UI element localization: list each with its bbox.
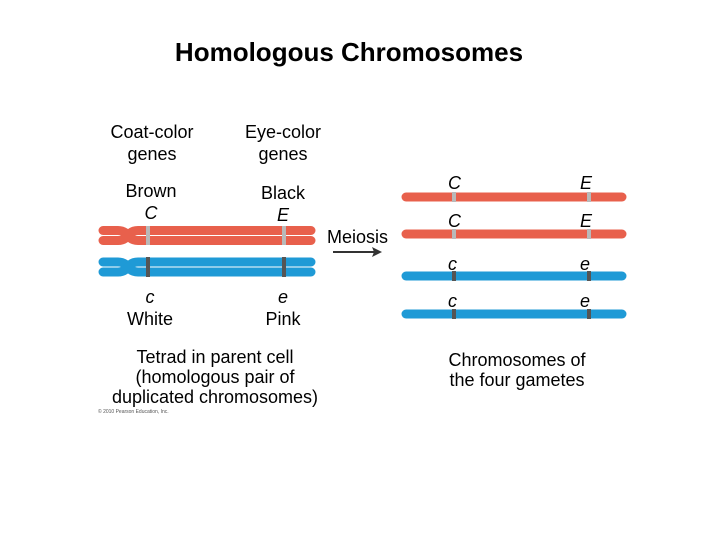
gametes-caption-line2: the four gametes bbox=[449, 370, 585, 390]
gamete-4-eye-allele: e bbox=[580, 291, 591, 311]
coat-dominant-allele: C bbox=[144, 203, 158, 223]
red-chromatid-upper bbox=[98, 226, 316, 242]
coat-color-header-line2: genes bbox=[127, 144, 177, 164]
gamete-3-coat-allele: c bbox=[448, 254, 457, 274]
blue-homolog bbox=[98, 257, 316, 277]
blue-chromatid-upper bbox=[98, 257, 316, 274]
eye-color-header: Eye-color genes bbox=[245, 121, 321, 165]
gametes-caption: Chromosomes of the four gametes bbox=[448, 350, 585, 390]
coat-recessive-allele: c bbox=[145, 287, 155, 307]
diagram-title: Homologous Chromosomes bbox=[174, 37, 524, 67]
eye-color-header-line1: Eye-color bbox=[244, 122, 322, 142]
gamete-chromosome-2 bbox=[401, 229, 627, 239]
red-chromatid-lower bbox=[98, 229, 316, 245]
tetrad-caption-line2: (homologous pair of bbox=[135, 367, 295, 387]
band-C-red bbox=[146, 226, 150, 245]
eye-recessive-label: e Pink bbox=[265, 286, 300, 330]
band-c-blue bbox=[146, 257, 150, 277]
band-e-blue bbox=[282, 257, 286, 277]
gametes-caption-line1: Chromosomes of bbox=[448, 350, 586, 370]
gamete-2-coat-allele: C bbox=[448, 211, 461, 231]
gamete-1-coat-allele: C bbox=[448, 173, 461, 193]
tetrad-caption-line1: Tetrad in parent cell bbox=[136, 347, 294, 367]
eye-recessive-trait: Pink bbox=[265, 309, 301, 329]
coat-color-header-line1: Coat-color bbox=[110, 122, 194, 142]
gamete-chromosome-4 bbox=[401, 309, 627, 319]
gamete-4-coat-allele: c bbox=[448, 291, 457, 311]
coat-recessive-label: c White bbox=[127, 286, 173, 330]
meiosis-label: Meiosis bbox=[327, 227, 389, 247]
band-E-red bbox=[282, 226, 286, 245]
eye-dominant-label: Black E bbox=[261, 182, 305, 226]
gamete-chromosome-1 bbox=[401, 192, 627, 202]
eye-dominant-allele: E bbox=[276, 205, 290, 225]
eye-recessive-allele: e bbox=[277, 287, 289, 307]
gamete-1-eye-allele: E bbox=[580, 173, 593, 193]
coat-dominant-trait: Brown bbox=[125, 181, 177, 201]
gamete-3-eye-allele: e bbox=[580, 254, 591, 274]
tetrad-caption: Tetrad in parent cell (homologous pair o… bbox=[112, 347, 318, 407]
tetrad-caption-line3: duplicated chromosomes) bbox=[111, 387, 319, 407]
coat-dominant-label: Brown C bbox=[125, 180, 176, 224]
blue-chromatid-lower bbox=[98, 260, 316, 277]
red-homolog bbox=[98, 226, 316, 245]
eye-color-header-line2: genes bbox=[258, 144, 308, 164]
gamete-chromosome-3 bbox=[401, 271, 627, 281]
eye-dominant-trait: Black bbox=[260, 183, 306, 203]
copyright-notice: © 2010 Pearson Education, Inc. bbox=[98, 409, 169, 415]
coat-color-header: Coat-color genes bbox=[110, 121, 193, 165]
coat-recessive-trait: White bbox=[126, 309, 174, 329]
gamete-2-eye-allele: E bbox=[580, 211, 593, 231]
